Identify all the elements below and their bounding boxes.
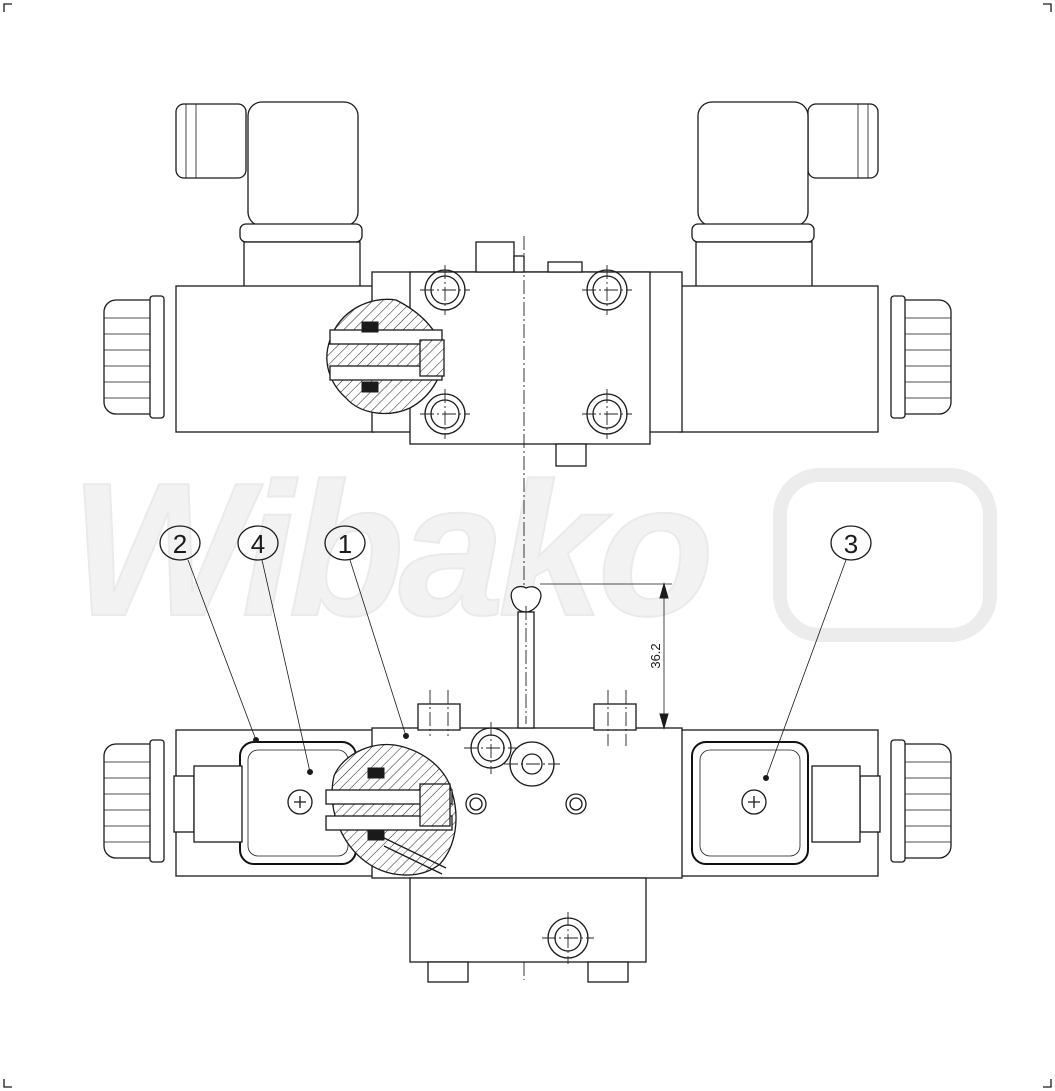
callout-1: 1 [324, 525, 409, 739]
connector-screws [287, 789, 767, 815]
front-view [103, 585, 952, 983]
callout-3: 3 [763, 525, 872, 781]
callout-2: 2 [159, 525, 259, 743]
callout-1-label: 1 [338, 529, 352, 559]
dimension-36-2: 36.2 [540, 582, 672, 730]
watermark: Wibako [70, 444, 708, 656]
callout-3-label: 3 [844, 529, 858, 559]
watermark-badge [773, 468, 997, 642]
dimension-value: 36.2 [648, 643, 663, 668]
corner-marks [3, 3, 1052, 1088]
callout-4-label: 4 [251, 529, 265, 559]
callout-4: 4 [237, 525, 313, 775]
callout-2-label: 2 [173, 529, 187, 559]
top-view [103, 101, 952, 467]
